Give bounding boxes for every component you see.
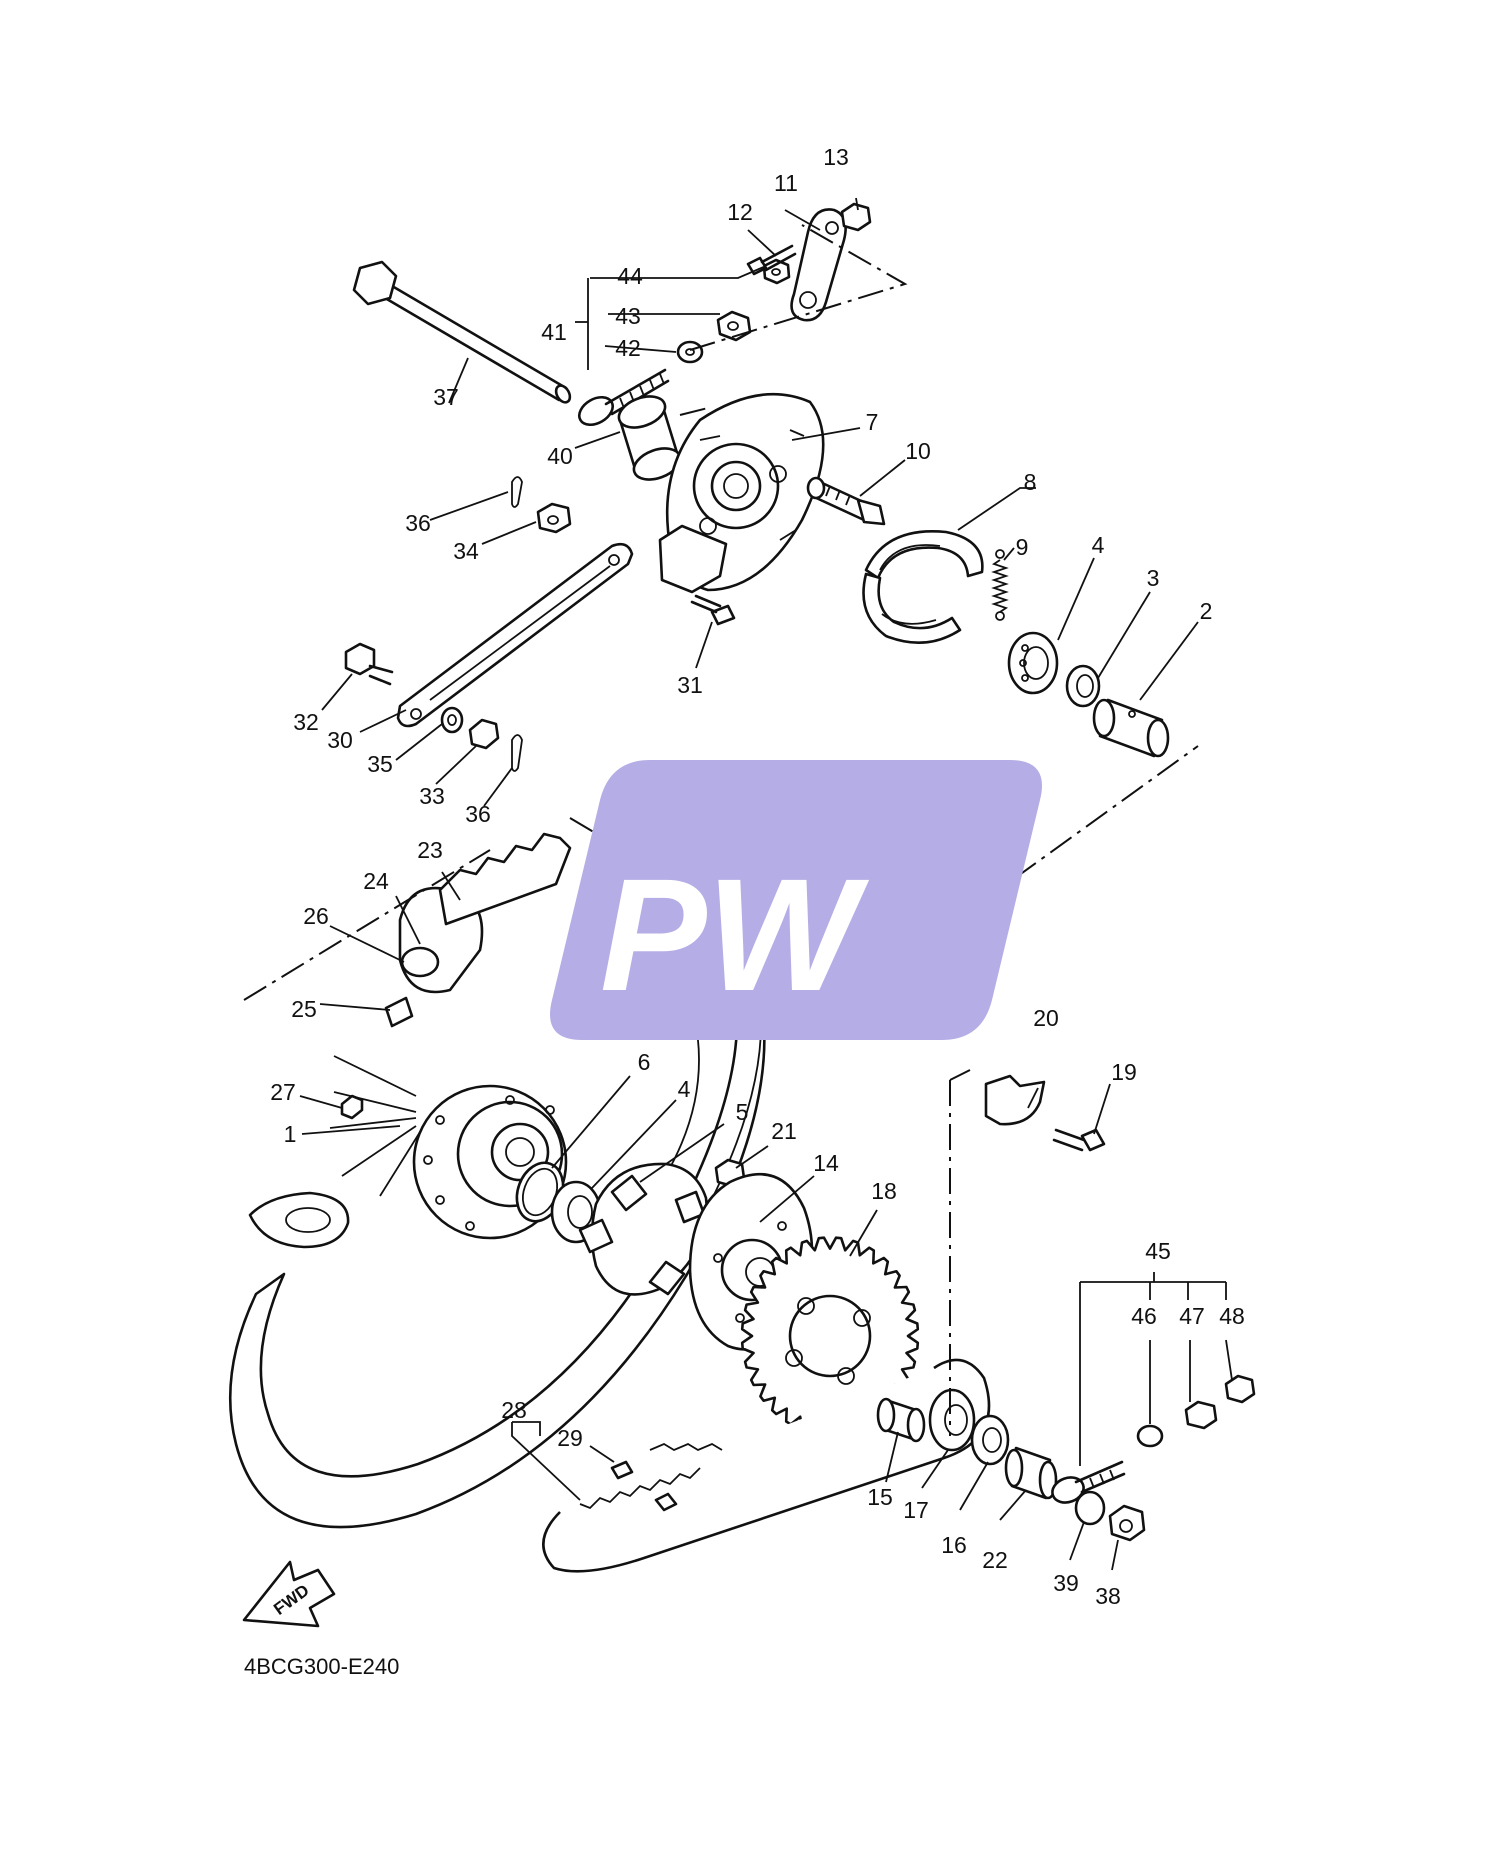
label-5: 5: [736, 1099, 749, 1125]
label-41: 41: [541, 319, 567, 345]
washer-42: [676, 340, 704, 364]
label-36: 36: [405, 510, 431, 536]
collar-22: [1004, 1446, 1058, 1500]
label-20: 20: [1033, 1005, 1059, 1031]
collar-15: [876, 1397, 926, 1443]
label-46: 46: [1131, 1303, 1157, 1329]
label-14: 14: [813, 1150, 839, 1176]
label-6: 6: [638, 1049, 651, 1075]
label-19: 19: [1111, 1059, 1137, 1085]
label-1: 1: [284, 1121, 297, 1147]
label-42: 42: [615, 335, 641, 361]
adjuster-bolt-45: [1051, 1460, 1126, 1504]
spring-9: [991, 549, 1009, 621]
label-11: 11: [774, 170, 798, 196]
axle-37: [352, 260, 572, 404]
label-16: 16: [941, 1532, 967, 1558]
label-25: 25: [291, 996, 317, 1022]
nut-48: [1224, 1374, 1256, 1404]
label-21: 21: [771, 1118, 797, 1144]
label-30: 30: [327, 727, 353, 753]
label-15: 15: [867, 1484, 893, 1510]
label-39: 39: [1053, 1570, 1079, 1596]
label-27: 27: [270, 1079, 296, 1105]
label-47: 47: [1179, 1303, 1205, 1329]
label-35: 35: [367, 751, 393, 777]
label-32: 32: [293, 709, 319, 735]
bearing-17: [928, 1388, 976, 1452]
cotter-pin-36: [511, 476, 523, 508]
label-26: 26: [303, 903, 329, 929]
label-37: 37: [433, 384, 459, 410]
label-34: 34: [453, 538, 479, 564]
label-22: 22: [982, 1547, 1008, 1573]
bearing-4: [1007, 631, 1059, 695]
label-44: 44: [617, 263, 643, 289]
nut-34: [536, 502, 572, 534]
label-43: 43: [615, 303, 641, 329]
washer-39: [1074, 1490, 1106, 1526]
tension-bar-30: [396, 542, 634, 728]
label-13: 13: [823, 144, 849, 170]
label-3: 3: [1147, 565, 1160, 591]
nut-38: [1108, 1504, 1146, 1542]
bolt-12: [746, 244, 797, 276]
spoke-nipple-27: [340, 1094, 364, 1120]
cam-lever-11: [790, 208, 847, 322]
bolt-31: [690, 594, 736, 626]
nut-13: [840, 202, 872, 232]
oil-seal-16: [970, 1414, 1010, 1466]
part-number-labels: 1 2 3 4 5 6 7 8 9 10 11 12 13 14 15 16 1…: [270, 144, 1245, 1609]
fwd-arrow: FWD: [242, 1560, 336, 1628]
label-17: 17: [903, 1497, 929, 1523]
svg-text:PW: PW: [600, 845, 870, 1024]
label-33: 33: [419, 783, 445, 809]
label-12: 12: [727, 199, 753, 225]
collar-40: [617, 395, 682, 481]
label-7: 7: [866, 409, 879, 435]
washer-35: [440, 706, 464, 734]
nut-44: [762, 258, 791, 285]
svg-text:RESTORE: RESTORE: [652, 991, 920, 1040]
sprocket-18: [740, 1236, 920, 1436]
nut-47: [1184, 1400, 1218, 1430]
label-2: 2: [1200, 598, 1213, 624]
rim-band-23: [438, 832, 572, 926]
label-38: 38: [1095, 1583, 1121, 1609]
label-28: 28: [501, 1397, 527, 1423]
spacer-2: [1092, 698, 1170, 758]
label-36b: 36: [465, 801, 491, 827]
leader-lines: [299, 197, 1233, 1571]
label-31: 31: [677, 672, 703, 698]
bolt-32: [344, 642, 394, 686]
brake-shoe-8: [862, 530, 984, 645]
label-4: 4: [1092, 532, 1105, 558]
cotter-pin-36b: [511, 734, 523, 772]
label-4b: 4: [678, 1076, 691, 1102]
chain-joint-29: [610, 1460, 678, 1512]
label-48: 48: [1219, 1303, 1245, 1329]
washer-46: [1136, 1424, 1164, 1448]
label-10: 10: [905, 438, 931, 464]
nut-33: [468, 718, 500, 750]
label-23: 23: [417, 837, 443, 863]
drawing-code: 4BCG300-E240: [244, 1654, 399, 1679]
chain-puller-20: [984, 1074, 1046, 1126]
label-8: 8: [1024, 469, 1037, 495]
label-29: 29: [557, 1425, 583, 1451]
oil-seal-3: [1065, 664, 1101, 708]
brake-shoe-plate-7: [658, 392, 825, 594]
label-9: 9: [1016, 534, 1029, 560]
label-40: 40: [547, 443, 573, 469]
label-24: 24: [363, 868, 389, 894]
watermark-logo: PW RESTORE: [550, 760, 1042, 1040]
valve-25: [384, 996, 414, 1028]
bolt-19: [1052, 1128, 1106, 1152]
camshaft-10: [806, 476, 886, 526]
label-18: 18: [871, 1178, 897, 1204]
label-45: 45: [1145, 1238, 1171, 1264]
